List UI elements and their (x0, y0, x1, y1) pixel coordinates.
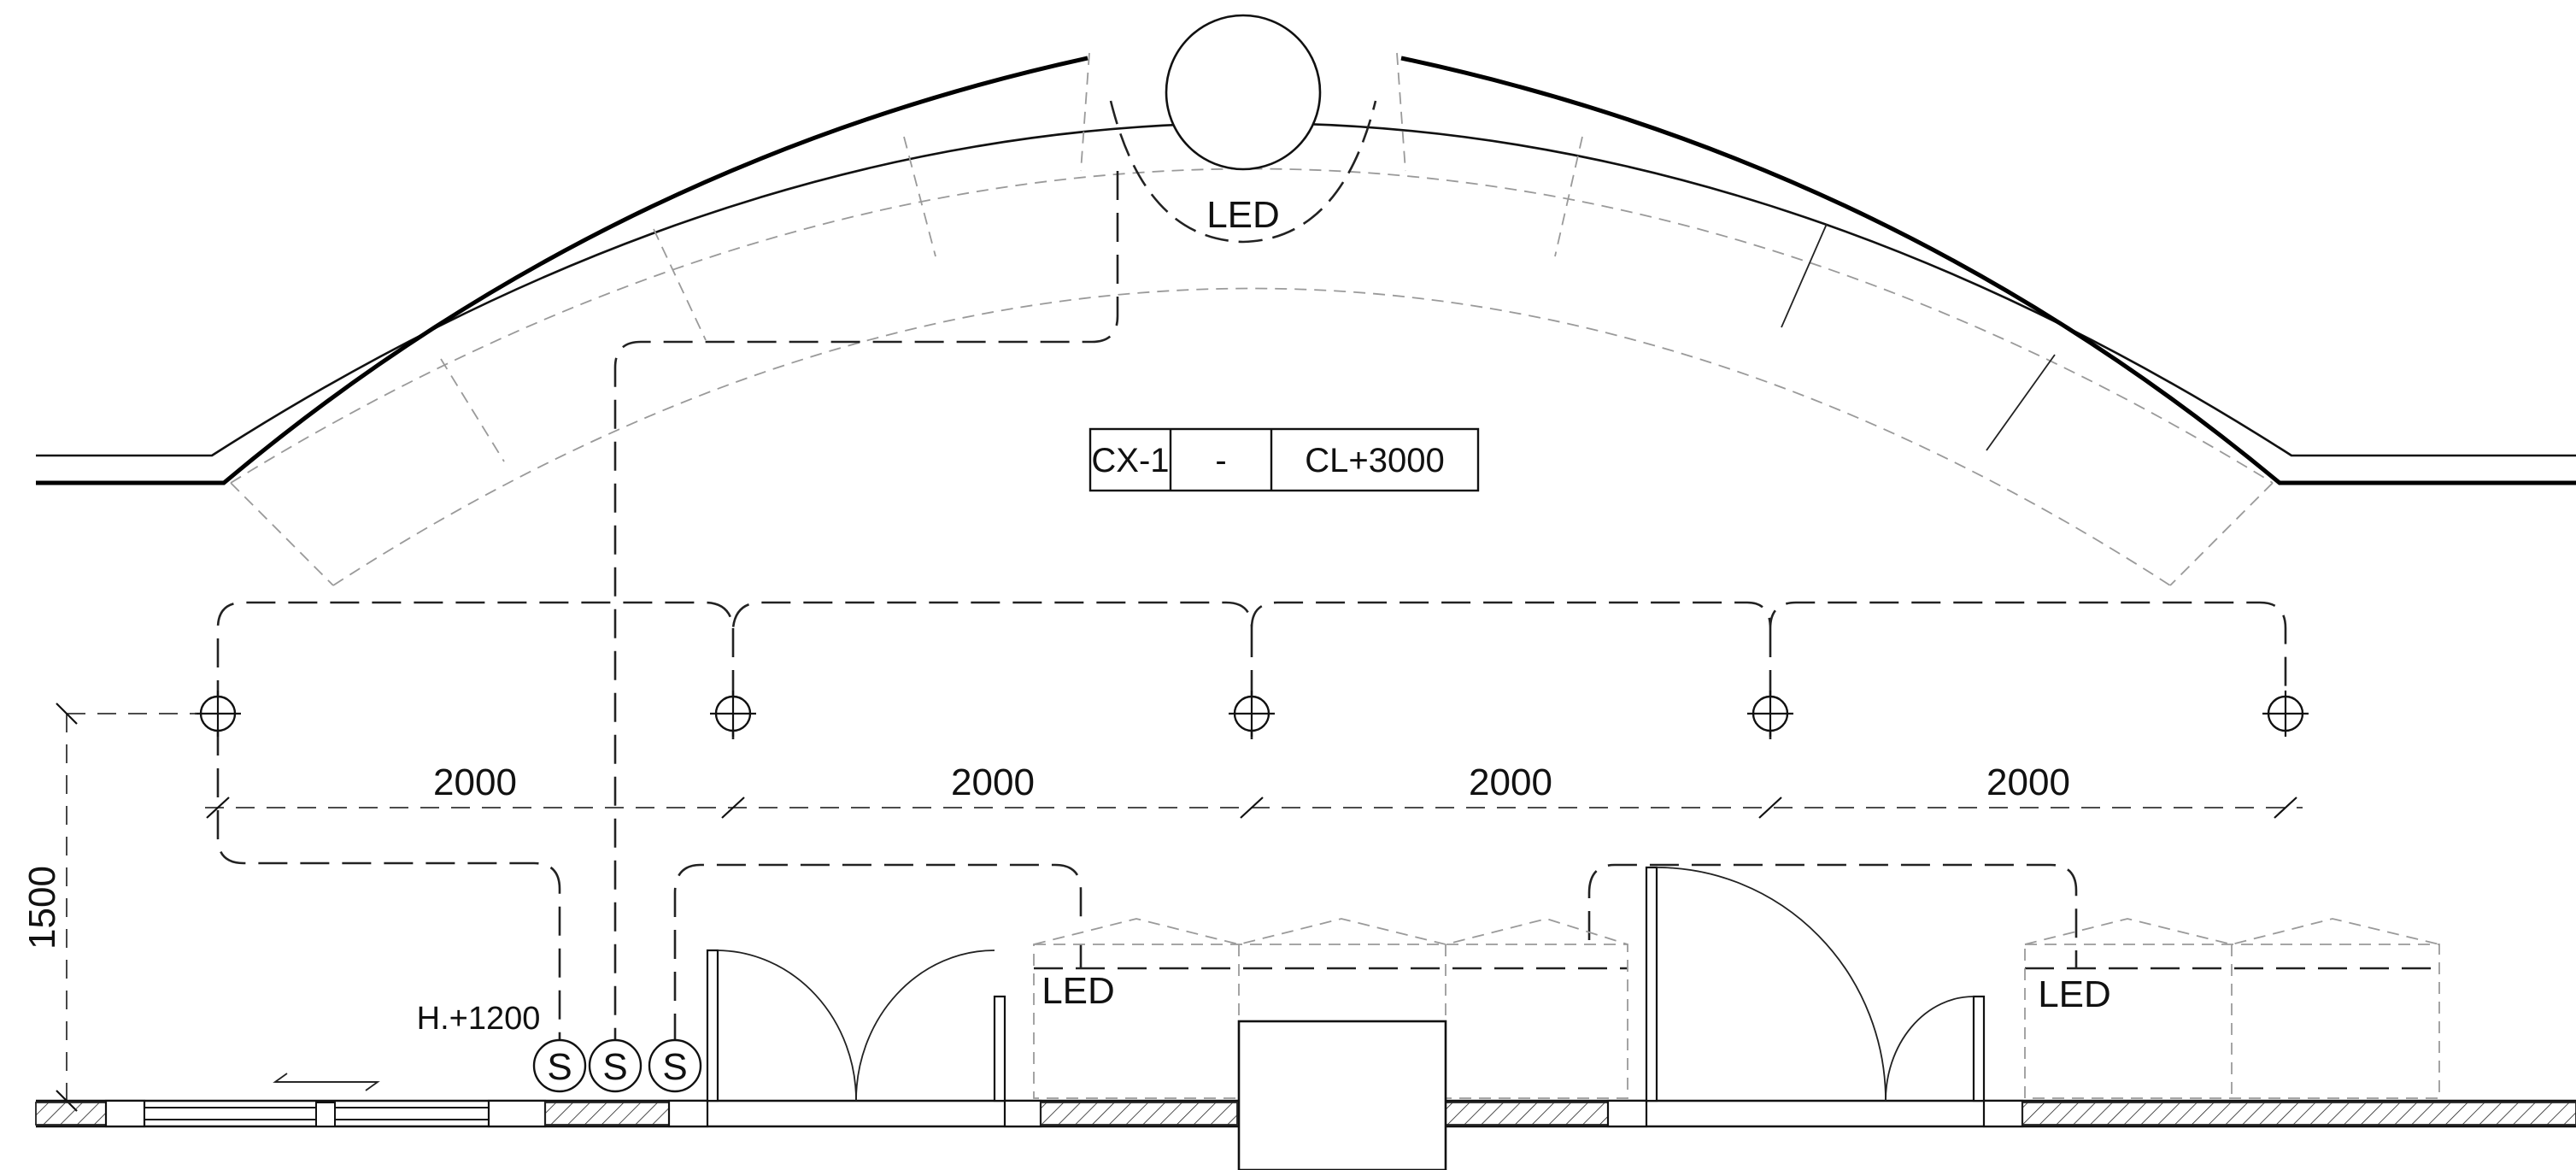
led-label-left: LED (1042, 970, 1115, 1012)
vertical-dimension-label: 1500 (21, 866, 63, 950)
downlight-symbol-icon-5 (2262, 691, 2309, 737)
downlight-symbol-icon-4 (1747, 691, 1793, 737)
downlight-symbol-icon-3 (1229, 691, 1275, 737)
switch-symbol-icon-1 (532, 1038, 587, 1093)
storefront-wall (35, 1099, 2576, 1128)
switch-height-label: H.+1200 (417, 1001, 541, 1037)
vertical-dimension-line (56, 703, 197, 1112)
downlight-symbol-icon-2 (710, 691, 756, 737)
right-display-cases (2024, 918, 2440, 1099)
central-column (1237, 1020, 1447, 1170)
dimension-label-4: 2000 (1986, 761, 2070, 803)
switch-symbol-icon-2 (588, 1038, 643, 1093)
tag-separator: - (1215, 442, 1226, 479)
left-double-door (706, 949, 1006, 1102)
sliding-arrow-icon (273, 1073, 380, 1091)
dimension-label-3: 2000 (1469, 761, 1552, 803)
switch-label-1: S (547, 1046, 572, 1088)
luminaire-tag (1088, 427, 1480, 492)
tag-level: CL+3000 (1305, 442, 1444, 479)
led-label-top: LED (1206, 194, 1280, 236)
lighting-circuit-wiring (216, 171, 2439, 1043)
led-label-right: LED (2038, 973, 2111, 1015)
tag-code: CX-1 (1091, 442, 1169, 479)
dimension-label-1: 2000 (433, 761, 517, 803)
switch-label-2: S (602, 1046, 627, 1088)
dimension-label-2: 2000 (951, 761, 1035, 803)
horizontal-dimension-line (205, 797, 2303, 819)
downlight-symbol-icon-1 (195, 691, 241, 737)
planter-divider-lines (1781, 223, 2056, 451)
right-double-door (1645, 866, 1986, 1102)
switch-symbol-icon-3 (648, 1038, 702, 1093)
feature-globe-light (1109, 14, 1377, 244)
switch-label-3: S (662, 1046, 687, 1088)
